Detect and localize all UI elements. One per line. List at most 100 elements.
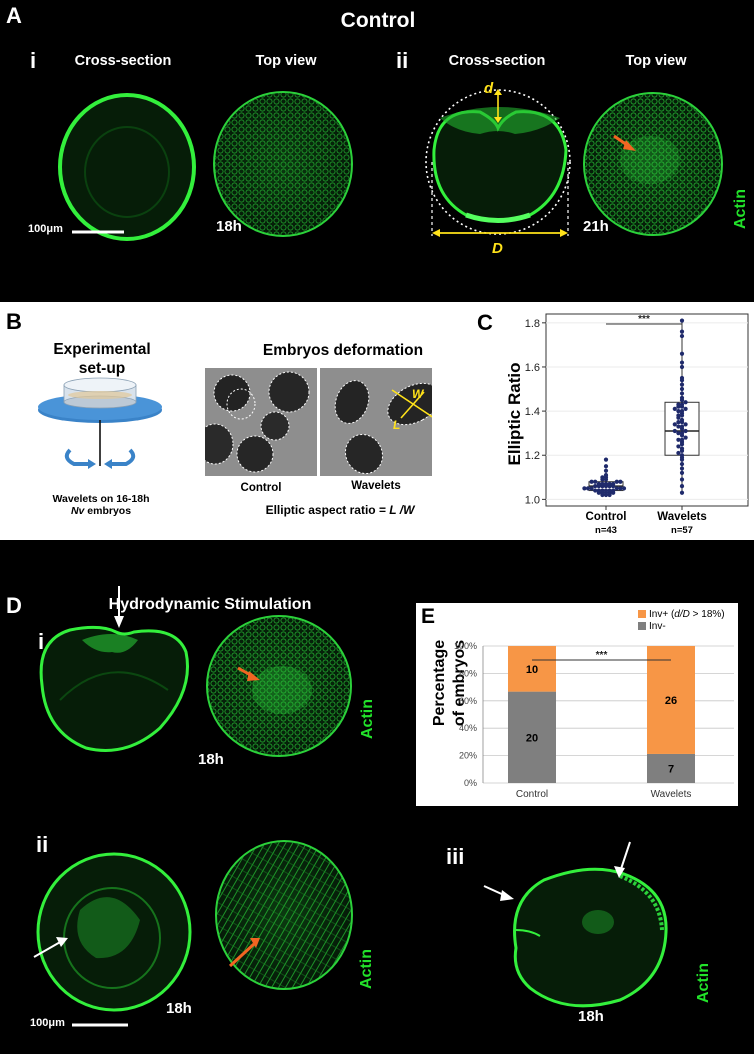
chart-c-n1: n=43 <box>595 525 617 536</box>
panel-a-figure <box>58 89 723 241</box>
panel-e: E Inv+ (d/D > 18%) Inv- Percentage of em… <box>416 603 738 806</box>
chart-e-ytick-label: 20% <box>459 751 477 761</box>
chart-e-ytick-label: 0% <box>464 778 477 788</box>
deform-title: Embryos deformation <box>262 342 424 359</box>
chart-c-point <box>676 420 681 425</box>
panel-a-sub-i: i <box>30 48 37 73</box>
chart-c-point <box>679 333 685 339</box>
chart-c-point <box>621 486 627 491</box>
chart-c-point <box>589 479 594 484</box>
chart-c-point <box>603 473 609 478</box>
actin-label-d-ii: Actin <box>358 949 375 989</box>
chart-c-point <box>679 360 685 365</box>
chart-e-bar-inv-pos <box>508 646 556 692</box>
chart-c-point <box>600 488 605 493</box>
chart-c-point <box>593 479 598 484</box>
legend-inv-neg-label: Inv- <box>649 621 666 632</box>
chart-c-point <box>683 406 688 411</box>
chart-e-data-label: 7 <box>668 763 674 775</box>
setup-caption-species: Nv <box>70 505 85 517</box>
chart-c-point <box>679 391 685 396</box>
chart-c-point <box>676 444 681 449</box>
chart-e-ytick-label: 80% <box>459 668 477 678</box>
chart-c-point <box>679 329 685 334</box>
chart-c-point <box>611 488 616 493</box>
chart-c-point <box>683 422 688 427</box>
panel-a-letter: A <box>6 3 22 28</box>
chart-c-n2: n=57 <box>671 525 693 536</box>
ratio-formula: L /W <box>389 503 415 517</box>
chart-c-cat1: Control <box>585 511 627 523</box>
panel-c-letter: C <box>477 310 493 335</box>
chart-c-point <box>683 428 688 434</box>
label-L: L <box>393 418 401 432</box>
chart-c-point <box>596 488 601 493</box>
chart-c-point <box>614 486 619 491</box>
label-W: W <box>412 387 424 401</box>
cross-section-ii-label: Cross-section <box>448 53 546 69</box>
chart-c-point <box>676 413 681 418</box>
chart-c-point <box>679 402 685 407</box>
cross-section-i-label: Cross-section <box>74 53 172 69</box>
chart-c-point <box>679 364 685 370</box>
chart-c-point <box>611 481 616 487</box>
chart-c-frame <box>545 313 749 507</box>
chart-c-point <box>672 406 677 411</box>
chart-c-point <box>679 424 685 429</box>
chart-c-ytick-label: 1.4 <box>525 406 540 418</box>
chart-c-point <box>676 437 681 442</box>
chart-e-data-label: 20 <box>526 732 538 744</box>
chart-c-point <box>672 422 677 427</box>
chart-c-point <box>676 431 681 436</box>
embryo-a-i-cross-section <box>58 93 196 241</box>
chart-e-bar-inv-neg <box>647 753 695 783</box>
time-d-iii: 18h <box>578 1008 604 1025</box>
chart-c-point <box>676 424 681 429</box>
panel-a: A Control i ii Cross-section Top view Cr… <box>0 0 754 302</box>
panel-e-letter: E <box>421 605 436 628</box>
chart-e-significance: *** <box>596 650 608 661</box>
white-arrow-d-iii-right <box>619 841 631 873</box>
chart-c-point <box>679 490 685 495</box>
chart-e-bar-inv-pos <box>647 646 695 754</box>
setup-caption-embryos: embryos <box>84 505 132 517</box>
chart-c-point <box>607 488 612 493</box>
legend-inv-pos-formula: d/D <box>674 609 690 620</box>
embryo-d-iii <box>513 867 668 1008</box>
chart-c-point <box>618 479 623 484</box>
panel-a-title: Control <box>340 9 416 32</box>
chart-c-point <box>679 484 685 489</box>
panel-d-figure <box>33 586 668 1027</box>
chart-e-bar-inv-neg <box>508 691 556 783</box>
legend-inv-neg: Inv- <box>638 621 666 632</box>
chart-c-point <box>672 428 677 434</box>
chart-c-ytick-label: 1.2 <box>525 450 540 462</box>
deform-control-label: Control <box>240 482 282 494</box>
chart-c-point <box>585 486 591 491</box>
chart-e: 0%20%40%60%80%100%2010Control726Wavelets… <box>454 641 734 800</box>
chart-c-ytick-label: 1.8 <box>525 318 540 330</box>
chart-c-point <box>679 417 685 423</box>
chart-c-point <box>589 486 594 491</box>
chart-c-point <box>596 481 601 487</box>
chart-c-point <box>679 431 685 436</box>
chart-c-point <box>676 402 681 407</box>
chart-c-point <box>679 446 685 451</box>
chart-c-point <box>683 435 688 440</box>
chart-c-point <box>582 486 587 491</box>
chart-c-point <box>618 486 623 491</box>
panel-d-letter: D <box>6 593 22 618</box>
chart-e-data-label: 10 <box>526 664 538 676</box>
chart-e-ytick-label: 100% <box>454 641 477 651</box>
label-D: D <box>492 240 503 257</box>
panel-a-sub-ii: ii <box>396 48 409 73</box>
chart-c-point <box>607 481 612 487</box>
white-arrow-d-ii <box>33 940 63 958</box>
legend-inv-pos-tail: > 18%) <box>689 609 725 620</box>
chart-c-significance: *** <box>638 314 650 325</box>
chart-c-point <box>683 400 688 405</box>
deform-wavelets-label: Wavelets <box>351 480 401 492</box>
chart-c-cat2: Wavelets <box>657 511 707 523</box>
